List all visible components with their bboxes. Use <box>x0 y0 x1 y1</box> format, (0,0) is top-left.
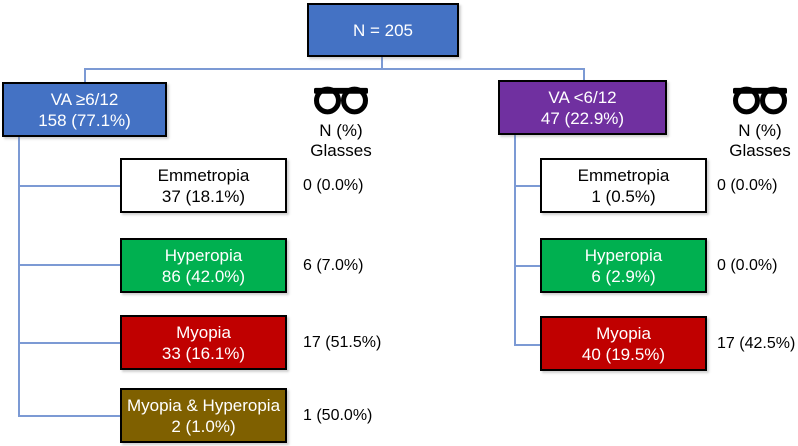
root-label: N = 205 <box>352 20 413 40</box>
connector-line <box>84 68 86 83</box>
connector-line <box>18 415 120 417</box>
node-count: 37 (18.1%) <box>161 186 246 206</box>
root-node: N = 205 <box>307 3 459 57</box>
node-label: Hyperopia <box>164 245 243 265</box>
node-label: VA ≥6/12 <box>50 89 119 109</box>
node-label: Myopia & Hyperopia <box>126 395 281 415</box>
node-label: Emmetropia <box>157 165 250 185</box>
connector-line <box>583 68 585 81</box>
node-count: 6 (2.9%) <box>591 266 656 286</box>
glasses-value: 1 (50.0%) <box>303 406 373 424</box>
va-lt-612-node: VA <6/12 47 (22.9%) <box>498 80 667 135</box>
glasses-header-line1: N (%) <box>738 121 782 140</box>
glasses-icon <box>733 86 787 115</box>
glasses-value: 0 (0.0%) <box>717 176 778 194</box>
glasses-header-line1: N (%) <box>319 121 363 140</box>
glasses-value: 17 (51.5%) <box>303 333 382 351</box>
node-label: Myopia <box>596 323 651 343</box>
hyperopia-left-node: Hyperopia 86 (42.0%) <box>120 238 287 293</box>
node-count: 86 (42.0%) <box>161 266 246 286</box>
glasses-icon <box>314 86 368 115</box>
myopia-hyperopia-left-node: Myopia & Hyperopia 2 (1.0%) <box>120 388 287 443</box>
glasses-column-header-right: N (%) Glasses <box>710 86 798 161</box>
connector-line <box>18 185 120 187</box>
node-count: 33 (16.1%) <box>161 343 246 363</box>
node-label: Emmetropia <box>577 165 670 185</box>
glasses-value: 0 (0.0%) <box>303 176 364 194</box>
myopia-right-node: Myopia 40 (19.5%) <box>540 316 707 371</box>
glasses-value: 6 (7.0%) <box>303 256 364 274</box>
node-label: Myopia <box>176 322 231 342</box>
glasses-value: 0 (0.0%) <box>717 256 778 274</box>
va-ge-612-node: VA ≥6/12 158 (77.1%) <box>2 82 167 137</box>
connector-line <box>84 68 585 70</box>
glasses-value: 17 (42.5%) <box>717 334 796 352</box>
connector-line <box>18 137 20 417</box>
node-label: Hyperopia <box>584 245 663 265</box>
connector-line <box>18 342 120 344</box>
connector-line <box>514 185 540 187</box>
connector-line <box>381 57 383 69</box>
node-count: 158 (77.1%) <box>38 110 131 130</box>
node-count: 40 (19.5%) <box>581 344 666 364</box>
myopia-left-node: Myopia 33 (16.1%) <box>120 315 287 370</box>
node-label: VA <6/12 <box>548 87 617 107</box>
node-count: 2 (1.0%) <box>171 416 236 436</box>
glasses-header-line2: Glasses <box>729 141 791 160</box>
emmetropia-right-node: Emmetropia 1 (0.5%) <box>540 158 707 213</box>
node-count: 1 (0.5%) <box>591 186 656 206</box>
connector-line <box>514 344 540 346</box>
glasses-header-line2: Glasses <box>310 141 372 160</box>
hyperopia-right-node: Hyperopia 6 (2.9%) <box>540 238 707 293</box>
connector-line <box>18 264 120 266</box>
node-count: 47 (22.9%) <box>540 108 625 128</box>
glasses-column-header-left: N (%) Glasses <box>291 86 391 161</box>
connector-line <box>514 135 516 346</box>
emmetropia-left-node: Emmetropia 37 (18.1%) <box>120 158 287 213</box>
connector-line <box>514 265 540 267</box>
